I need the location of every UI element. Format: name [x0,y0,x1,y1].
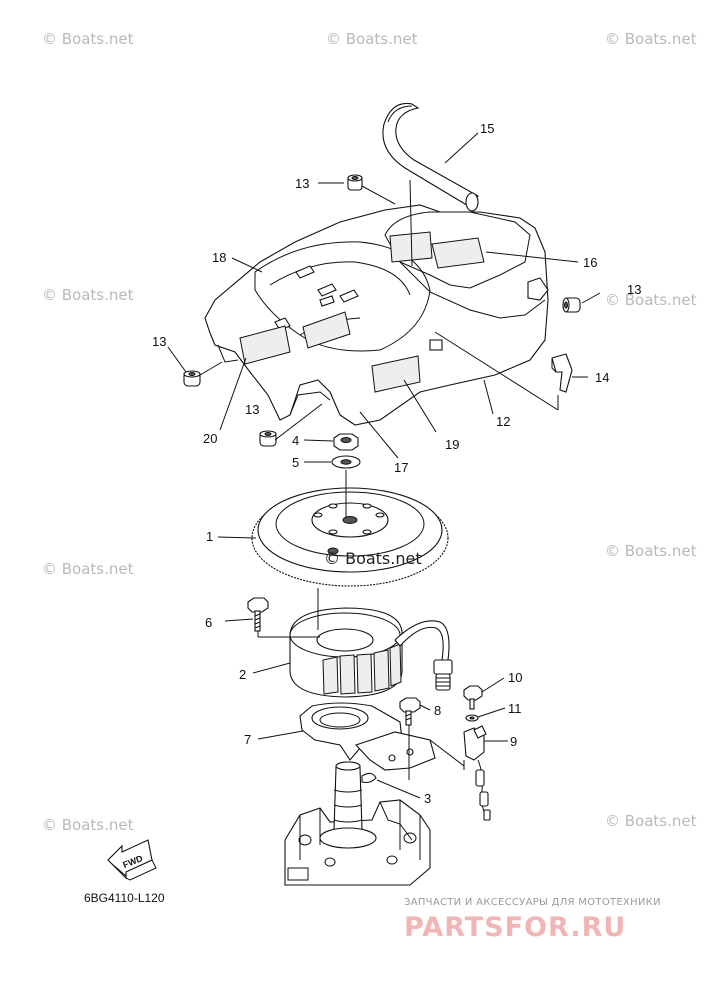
callout-13-top: 13 [295,176,309,191]
watermark-group: © Boats.net © Boats.net © Boats.net © Bo… [42,30,697,834]
watermark-top-left: © Boats.net [42,30,134,48]
callout-6: 6 [205,615,212,630]
advert-footer: ЗАПЧАСТИ И АКСЕССУАРЫ ДЛЯ МОТОТЕХНИКИ PA… [404,897,661,943]
callout-13-lower: 13 [245,402,259,417]
callout-13-left: 13 [152,334,166,349]
part-13-grommets [183,174,581,447]
callout-16: 16 [583,255,597,270]
callout-1: 1 [206,529,213,544]
part-11-washer [465,714,479,722]
grommet-lower [259,430,277,447]
part-14-clip [551,353,573,393]
watermark-top-center: © Boats.net [326,30,418,48]
callout-5: 5 [292,455,299,470]
callout-10: 10 [508,670,522,685]
part-4-nut [333,433,359,451]
part-5-washer [331,455,361,469]
callout-9: 9 [510,734,517,749]
callout-14: 14 [595,370,609,385]
callout-8: 8 [434,703,441,718]
watermark-center: © Boats.net [324,549,422,568]
crankshaft [319,761,377,849]
callout-12: 12 [496,414,510,429]
part-7-base-bracket [299,702,436,771]
watermark-lower-right: © Boats.net [605,542,697,560]
callout-11: 11 [508,701,522,716]
watermark-top-right: © Boats.net [605,30,697,48]
part-8-bolt [399,697,421,726]
part-12-upper-cover [204,204,549,426]
part-15-hose [382,102,479,212]
callout-17: 17 [394,460,408,475]
part-6-bolt [247,597,269,632]
fwd-arrow-icon: FWD [107,839,157,881]
watermark-mid-left: © Boats.net [42,286,134,304]
grommet-right [562,297,581,313]
watermark-bottom-left: © Boats.net [42,816,134,834]
callout-numbers: 15 13 16 13 18 13 14 13 12 20 19 4 5 17 … [152,121,641,806]
callout-15: 15 [480,121,494,136]
grommet-left [183,370,201,387]
leader-lines [167,132,601,799]
advert-tagline: ЗАПЧАСТИ И АКСЕССУАРЫ ДЛЯ МОТОТЕХНИКИ [404,897,661,908]
part-1-flywheel [251,487,449,587]
callout-2: 2 [239,667,246,682]
callout-7: 7 [244,732,251,747]
callout-18: 18 [212,250,226,265]
part-2-stator-coil [289,607,453,698]
callout-13-right: 13 [627,282,641,297]
advert-brand-logo: PARTSFOR.RU [404,912,626,943]
callout-3: 3 [424,791,431,806]
watermark-bottom-right: © Boats.net [605,812,697,830]
callout-4: 4 [292,433,299,448]
watermark-lower-left: © Boats.net [42,560,134,578]
callout-20: 20 [203,431,217,446]
watermark-mid-right: © Boats.net [605,291,697,309]
part-3-woodruff-key [361,772,377,784]
grommet-top [347,174,363,191]
diagram-code: 6BG4110-L120 [84,891,165,905]
part-9-pulser-coil [463,725,491,821]
callout-19: 19 [445,437,459,452]
part-10-screw [463,685,483,710]
